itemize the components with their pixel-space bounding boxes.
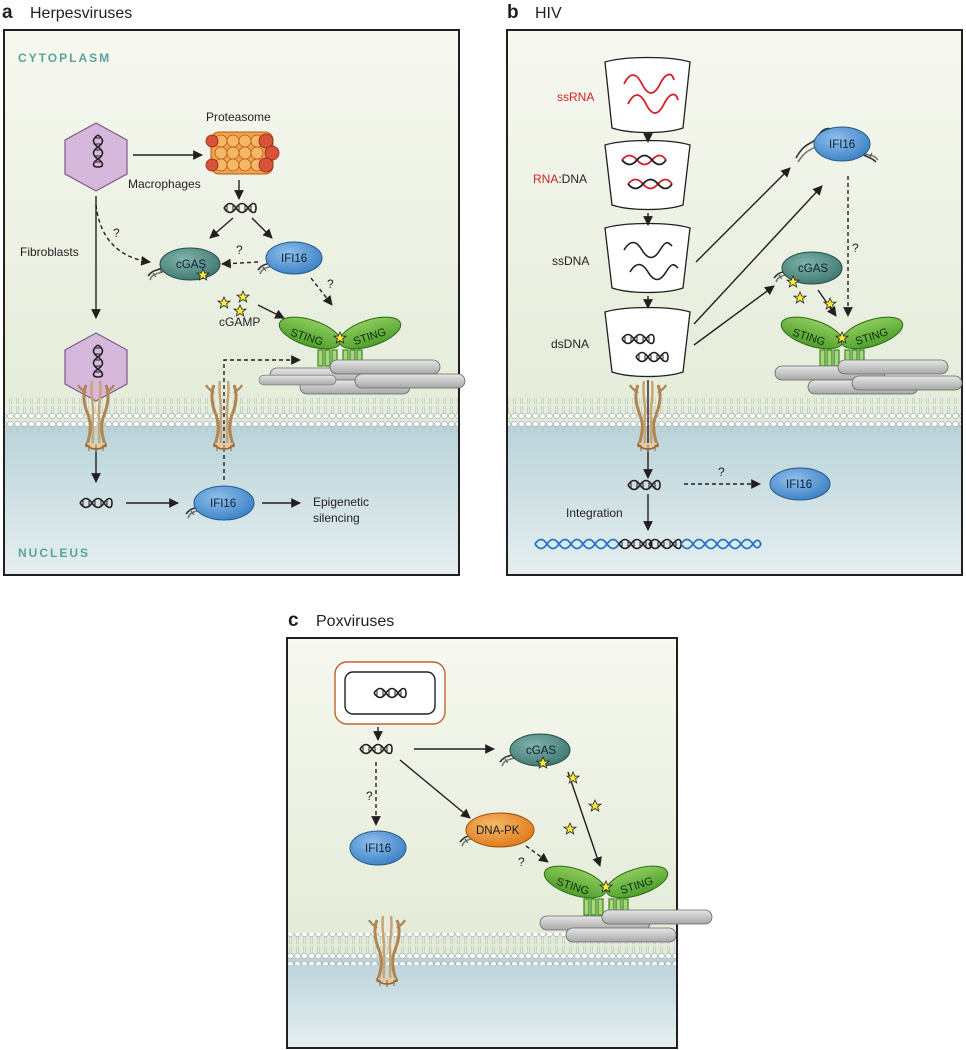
panel-a-letter: a (2, 2, 13, 23)
cgas-label: cGAS (176, 259, 206, 271)
dnapk-sensor: DNA-PK (459, 812, 535, 848)
question-mark: ? (366, 789, 373, 803)
question-mark: ? (718, 465, 725, 479)
panel-c-letter: c (288, 610, 299, 631)
ssdna-icon (623, 241, 679, 281)
ifi16-nuclear-sensor: IFI16 (769, 467, 831, 501)
fibroblasts-label: Fibroblasts (20, 245, 79, 259)
panel-b-title: HIV (535, 5, 562, 22)
cytoplasm-label: CYTOPLASM (18, 51, 111, 65)
cgamp-label: cGAMP (219, 315, 260, 329)
cgas-label: cGAS (526, 745, 556, 757)
cgas-label: cGAS (798, 263, 828, 275)
panel-b: b HIV ssRNA RNA:DNA ss (506, 2, 963, 576)
panel-a-frame (3, 29, 460, 576)
panel-b-nucleus (507, 425, 962, 575)
hiv-capsids (604, 56, 691, 378)
dnapk-label: DNA-PK (476, 825, 520, 837)
panel-b-letter: b (507, 2, 519, 23)
ifi16-nuclear-sensor: IFI16 (185, 485, 255, 521)
ifi16-sensor: IFI16 (349, 830, 407, 866)
herpes-capsid-icon (64, 122, 128, 192)
ifi16-cyto-sensor: IFI16 (795, 126, 879, 163)
proteasome-icon (205, 131, 280, 175)
panel-b-arrows (643, 133, 853, 531)
panel-c-nucleus (287, 958, 677, 1048)
rnadna-label: RNA:DNA (533, 172, 587, 186)
panel-a-arrows (91, 150, 333, 508)
ifi16-label: IFI16 (829, 139, 855, 151)
cgas-sensor: cGAS (147, 247, 221, 281)
ifi16-label: IFI16 (365, 843, 391, 855)
question-mark: ? (113, 226, 120, 240)
cgas-sensor: cGAS (499, 733, 571, 769)
question-mark: ? (236, 243, 243, 257)
panel-b-nuclear-membrane (507, 398, 962, 432)
herpes-capsid-docked-icon (64, 332, 128, 402)
poxvirus-virion-icon (334, 661, 446, 725)
panel-b-frame (506, 29, 963, 576)
ssrna-label: ssRNA (557, 90, 594, 104)
ifi16-label: IFI16 (281, 253, 307, 265)
panel-c-frame (286, 637, 678, 1049)
ifi16-nuclear-label: IFI16 (786, 479, 812, 491)
cgas-sensor: cGAS (773, 251, 843, 288)
panel-a-title: Herpesviruses (30, 5, 132, 22)
panel-c-arrows (371, 727, 602, 867)
integration-label: Integration (566, 506, 623, 520)
rnadna-dna-label: :DNA (558, 172, 587, 186)
question-mark: ? (852, 241, 859, 255)
host-chromosome-icon (534, 538, 762, 550)
proteasome-label: Proteasome (206, 110, 271, 124)
rnadna-icon (621, 154, 673, 190)
panel-a: a Herpesviruses CYTOPLASM NUCLEUS Pr (2, 2, 466, 576)
question-mark: ? (518, 855, 525, 869)
ssrna-icon (623, 73, 679, 114)
nucleus-label: NUCLEUS (18, 546, 90, 560)
dsdna-label: dsDNA (551, 337, 589, 351)
ssdna-label: ssDNA (552, 254, 589, 268)
panel-c: c Poxviruses ? ? cGAS (286, 610, 713, 1049)
macrophages-label: Macrophages (128, 177, 201, 191)
question-mark: ? (327, 277, 334, 291)
ifi16-cyto-sensor: IFI16 (257, 241, 323, 275)
silencing-label: silencing (313, 511, 360, 525)
panel-c-title: Poxviruses (316, 613, 394, 630)
epigenetic-label: Epigenetic (313, 495, 369, 509)
sting-dimer: STING STING (543, 865, 669, 916)
rnadna-rna-label: RNA (533, 172, 558, 186)
ifi16-nuclear-label: IFI16 (210, 498, 236, 510)
